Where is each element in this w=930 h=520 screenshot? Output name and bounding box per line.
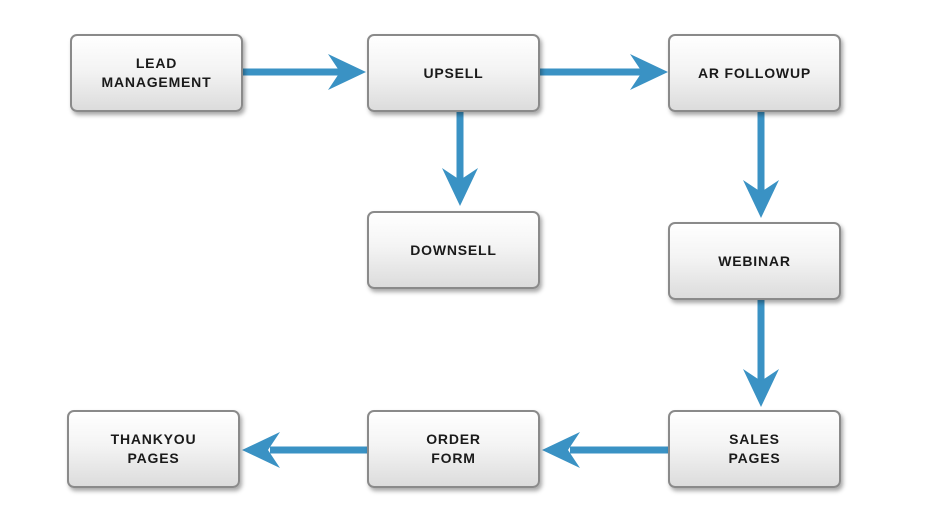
node-thankyou-pages: THANKYOU PAGES: [67, 410, 240, 488]
node-upsell: UPSELL: [367, 34, 540, 112]
edge-webinar-to-sales: [743, 300, 779, 407]
node-downsell: DOWNSELL: [367, 211, 540, 289]
node-label: UPSELL: [423, 64, 484, 81]
edge-order-to-thank: [242, 432, 367, 468]
node-label: SALES PAGES: [728, 431, 781, 466]
node-webinar: WEBINAR: [668, 222, 841, 300]
edge-ar-to-webinar: [743, 112, 779, 218]
node-label: ORDER FORM: [426, 431, 481, 466]
node-sales-pages: SALES PAGES: [668, 410, 841, 488]
node-ar-followup: AR FOLLOWUP: [668, 34, 841, 112]
node-label: WEBINAR: [718, 252, 791, 269]
node-label: LEAD MANAGEMENT: [101, 55, 212, 90]
edge-upsell-to-ar: [540, 54, 668, 90]
edge-upsell-to-downsell: [442, 112, 478, 206]
edge-sales-to-order: [542, 432, 668, 468]
node-lead-management: LEAD MANAGEMENT: [70, 34, 243, 112]
node-label: THANKYOU PAGES: [110, 431, 197, 466]
node-label: AR FOLLOWUP: [697, 64, 811, 81]
edge-lead-to-upsell: [243, 54, 366, 90]
node-order-form: ORDER FORM: [367, 410, 540, 488]
node-label: DOWNSELL: [410, 241, 497, 258]
